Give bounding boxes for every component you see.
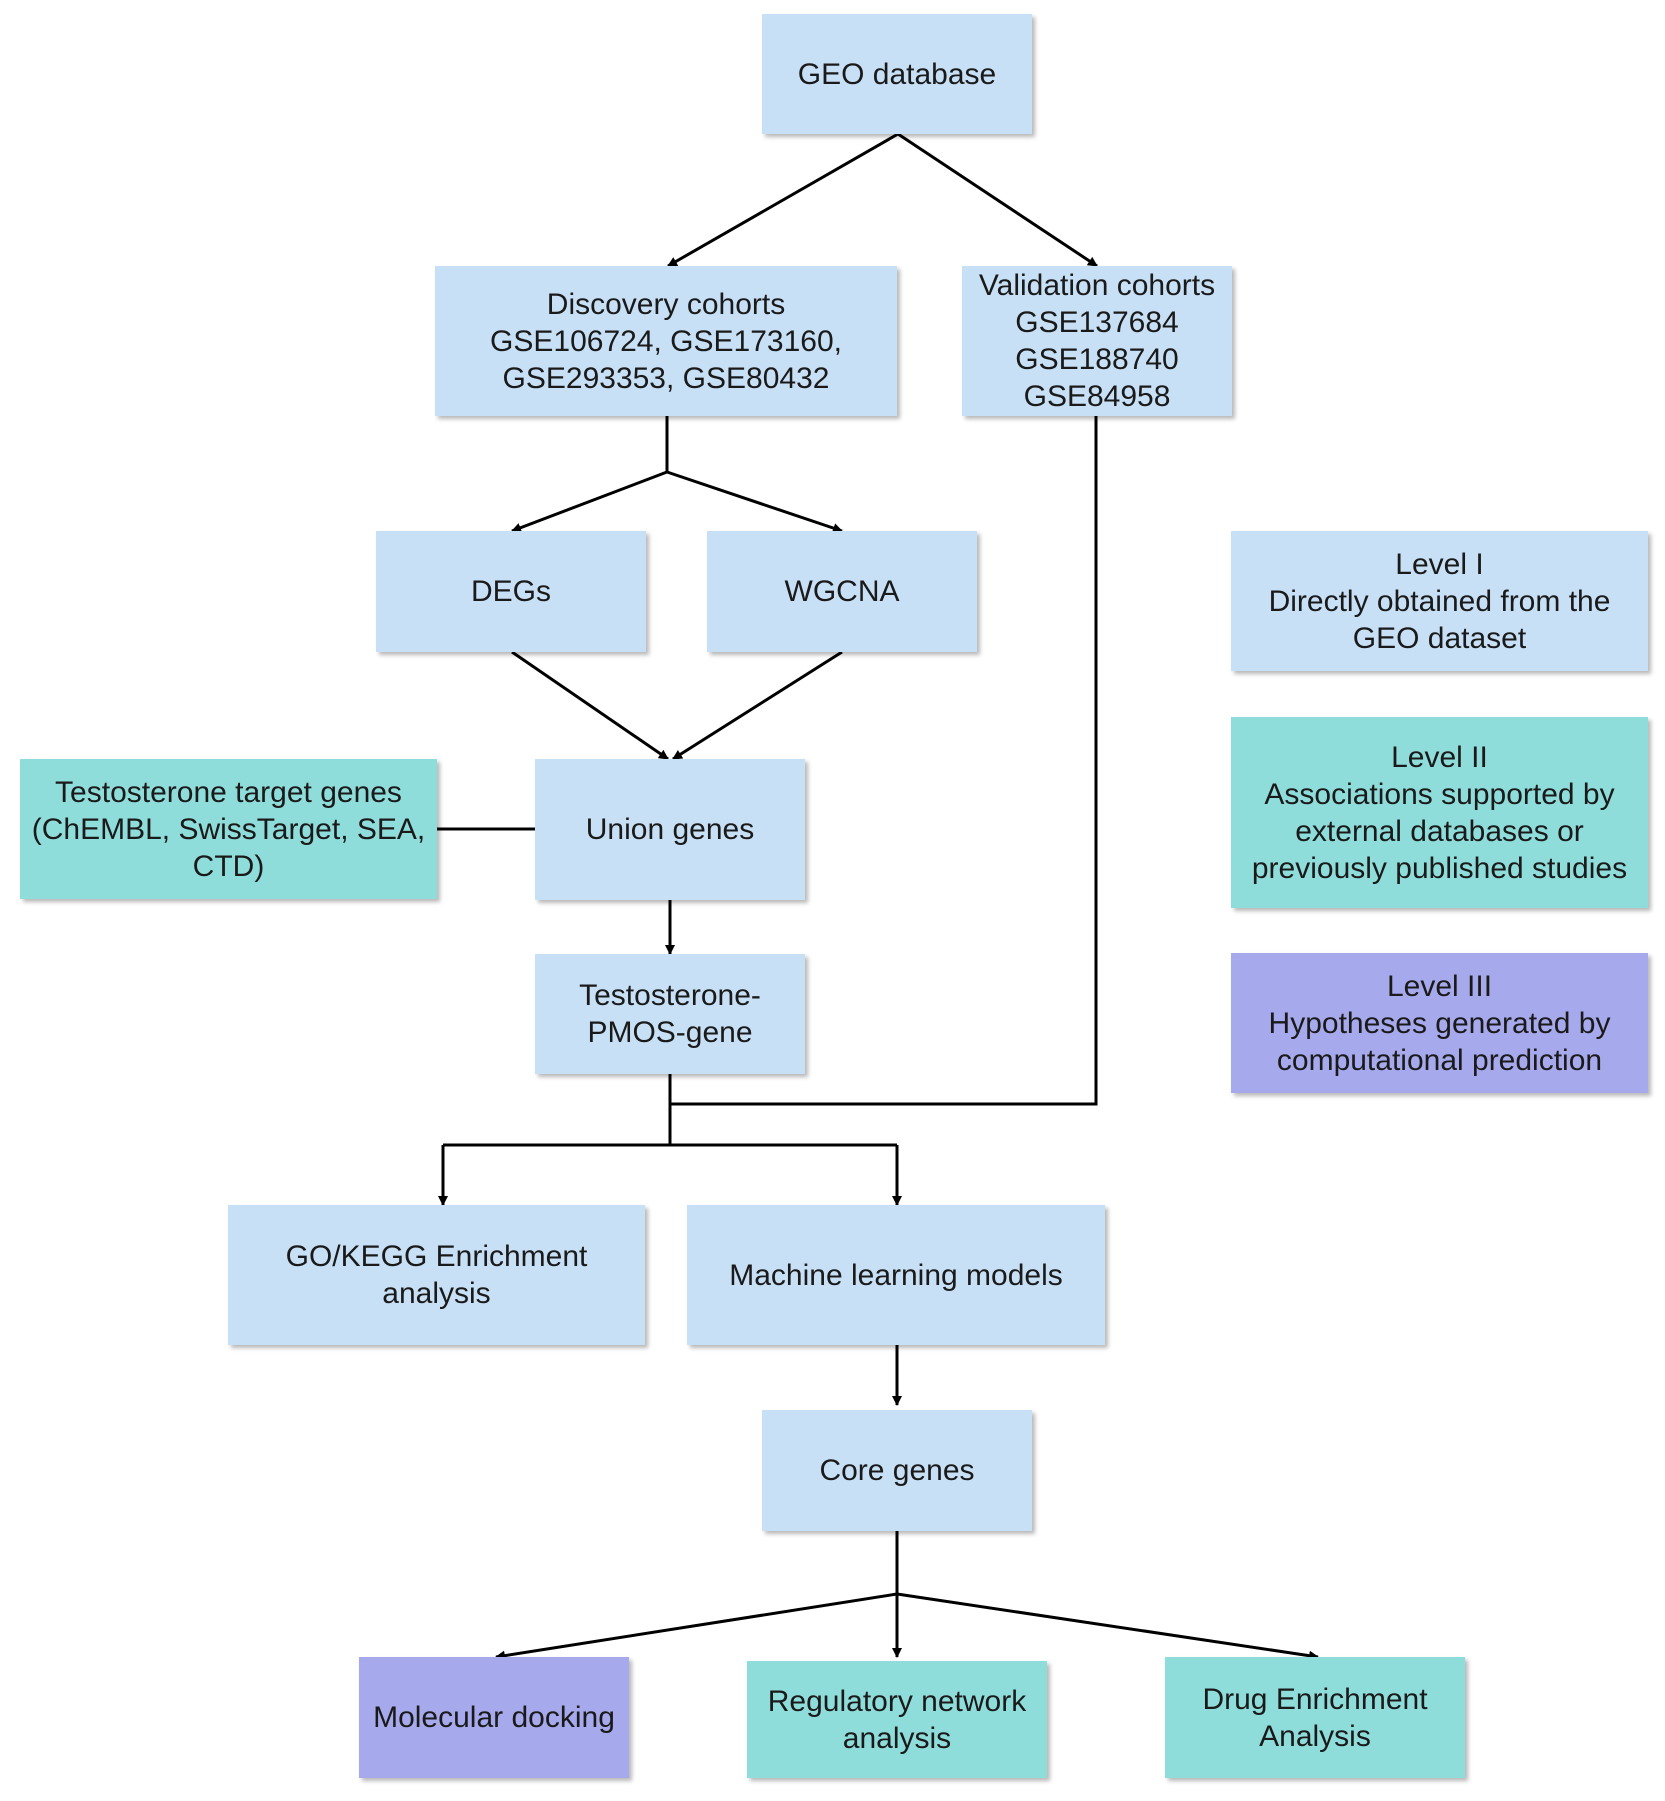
legend-level-1: Level I Directly obtained from the GEO d… — [1231, 531, 1648, 671]
legend-level-2: Level II Associations supported by exter… — [1231, 717, 1648, 908]
edge-geo-to-discovery — [667, 132, 899, 268]
node-union-genes: Union genes — [535, 759, 805, 900]
edge-geo-to-validation — [897, 132, 1098, 268]
node-wgcna: WGCNA — [707, 531, 977, 652]
legend-level-3: Level III Hypotheses generated by comput… — [1231, 953, 1648, 1093]
edge-core-to-docking — [495, 1592, 898, 1661]
node-regulatory-network-analysis: Regulatory network analysis — [747, 1661, 1047, 1778]
edge-degs-to-union — [511, 650, 669, 761]
node-testosterone-pmos-gene: Testosterone- PMOS-gene — [535, 954, 805, 1074]
node-drug-enrichment-analysis: Drug Enrichment Analysis — [1165, 1657, 1465, 1778]
node-machine-learning-models: Machine learning models — [687, 1205, 1105, 1345]
node-discovery-cohorts: Discovery cohorts GSE106724, GSE173160, … — [435, 266, 897, 416]
node-go-kegg-enrichment: GO/KEGG Enrichment analysis — [228, 1205, 645, 1345]
edge-core-to-drug — [896, 1592, 1319, 1661]
node-core-genes: Core genes — [762, 1410, 1032, 1531]
node-molecular-docking: Molecular docking — [359, 1657, 629, 1778]
edge-discovery-to-degs — [511, 470, 668, 533]
edge-discovery-to-wgcna — [666, 470, 843, 533]
node-degs: DEGs — [376, 531, 646, 652]
node-validation-cohorts: Validation cohorts GSE137684 GSE188740 G… — [962, 266, 1232, 416]
node-geo-database: GEO database — [762, 14, 1032, 134]
edge-validation-merge — [670, 416, 1098, 1106]
node-testosterone-target-genes: Testosterone target genes (ChEMBL, Swiss… — [20, 759, 437, 899]
edge-wgcna-to-union — [672, 650, 843, 761]
